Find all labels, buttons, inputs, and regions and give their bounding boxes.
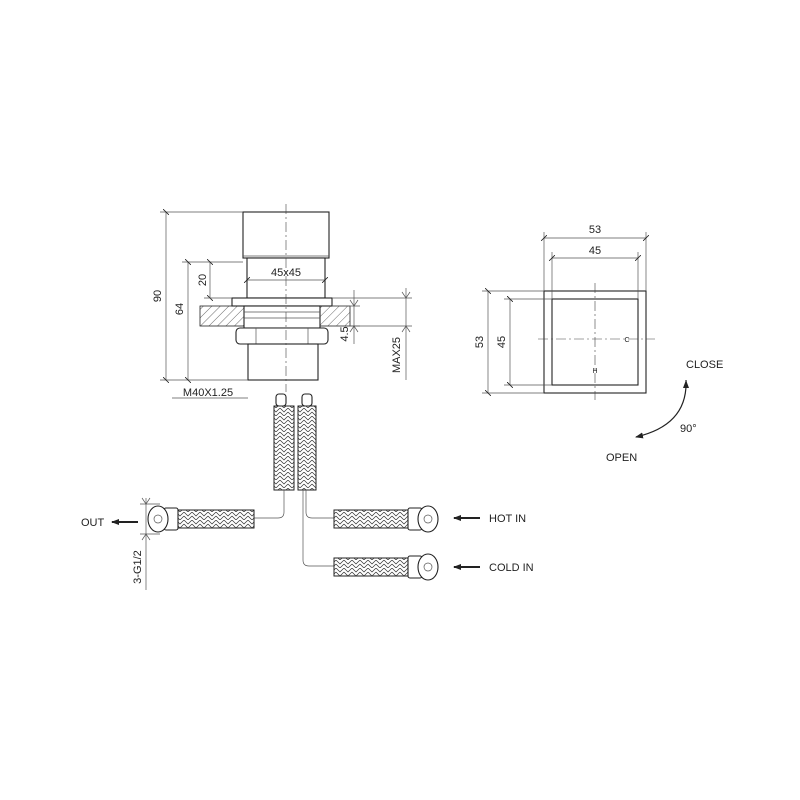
hose-assembly: 3-G1/2 OUT HOT IN COLD IN <box>81 393 534 590</box>
thread-label: M40X1.25 <box>183 387 233 399</box>
hose-fitting-right <box>301 393 313 407</box>
cold-in-hose <box>333 557 409 577</box>
cold-in-nut <box>417 553 439 581</box>
out-nut <box>147 505 169 533</box>
wall-section-right <box>319 305 351 327</box>
threaded-body <box>243 305 321 329</box>
dim-outer-width: 53 <box>589 224 601 236</box>
out-hose <box>177 509 255 529</box>
angle-label: 90° <box>680 423 697 435</box>
front-view: C H 53 45 53 45 <box>474 224 655 400</box>
side-view: 90 64 20 45x45 4.5 MAX25 M40X1.25 <box>152 204 412 399</box>
open-label: OPEN <box>606 452 637 464</box>
dim-body-height: 64 <box>174 303 186 315</box>
dim-wall-max: MAX25 <box>391 337 403 373</box>
c-marker: C <box>624 337 629 344</box>
close-label: CLOSE <box>686 359 723 371</box>
hot-in-label: HOT IN <box>489 513 526 525</box>
cold-in-label: COLD IN <box>489 562 534 574</box>
fitting-label: 3-G1/2 <box>132 550 144 584</box>
dim-handle-size: 45x45 <box>271 267 301 279</box>
out-label: OUT <box>81 517 105 529</box>
rotation-arrow-icon <box>635 379 687 439</box>
dim-outer-height: 53 <box>474 336 486 348</box>
lock-nut <box>235 327 329 345</box>
vertical-hose-left <box>273 405 295 491</box>
dim-handle-height: 20 <box>197 274 209 286</box>
hot-in-nut <box>417 505 439 533</box>
dim-inner-width: 45 <box>589 245 601 257</box>
hot-in-hose <box>333 509 409 529</box>
wall-section-left <box>199 305 245 327</box>
valve-body <box>247 343 319 381</box>
dim-wall-min: 4.5 <box>339 326 351 341</box>
flange <box>231 297 333 307</box>
hose-fitting-left <box>275 393 287 407</box>
dim-inner-height: 45 <box>496 336 508 348</box>
rotation-indicator: CLOSE 90° OPEN <box>606 359 723 464</box>
dim-overall-height: 90 <box>152 290 164 302</box>
vertical-hose-right <box>297 405 317 491</box>
h-marker: H <box>592 368 597 375</box>
